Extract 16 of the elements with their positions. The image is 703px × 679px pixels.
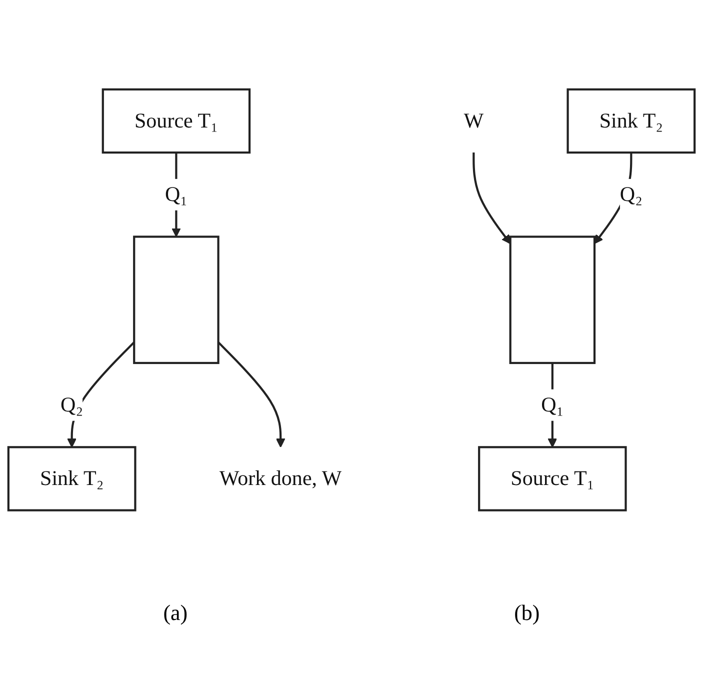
node-text: W [464, 110, 484, 133]
arrow [472, 152, 511, 244]
edge-label: Q₂ [620, 183, 642, 206]
node-box [133, 236, 220, 364]
node-text: Work done, W [219, 467, 342, 490]
node-box [509, 236, 596, 364]
edge-label: Q₂ [60, 394, 84, 417]
panel-label: (a) [163, 600, 188, 626]
arrow [218, 342, 286, 448]
edge-label: Q₁ [164, 183, 188, 206]
node-box: Sink T₂ [566, 88, 696, 154]
node-box: Source T₁ [478, 446, 627, 512]
panel-label: (b) [514, 600, 540, 626]
node-box: Source T₁ [102, 88, 251, 154]
edge-label: Q₁ [541, 394, 564, 417]
node-box: Sink T₂ [7, 446, 136, 512]
